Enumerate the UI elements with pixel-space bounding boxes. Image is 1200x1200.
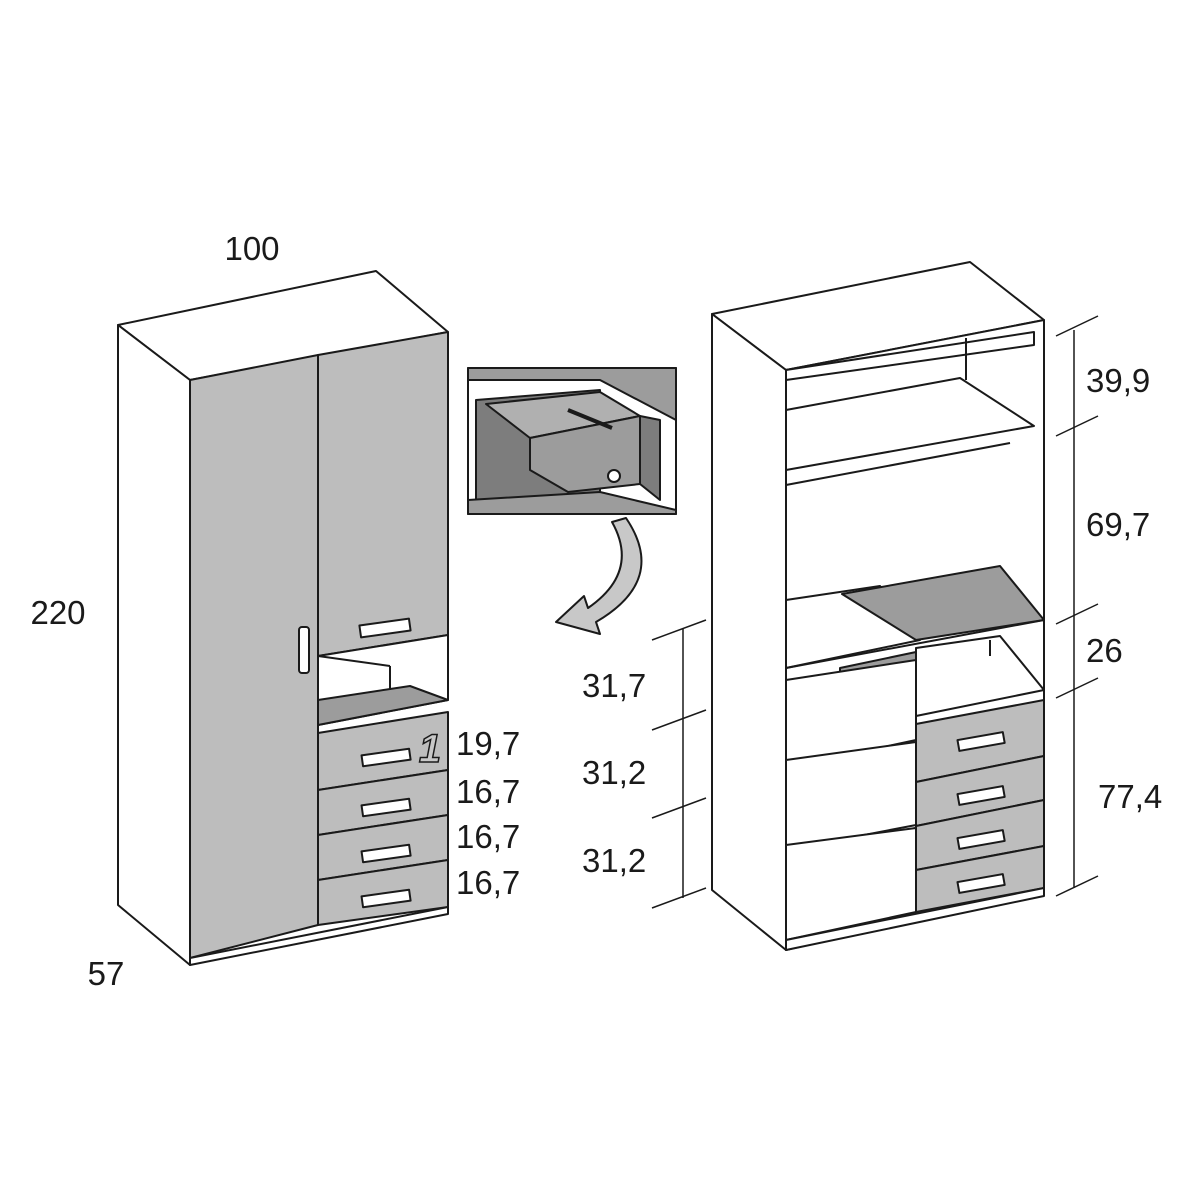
- drawer-handle-icon: [358, 617, 412, 639]
- left-dimension-lines: [651, 619, 707, 909]
- dim-31-7: 31,7: [582, 667, 646, 704]
- dim-31-2-a: 31,2: [582, 754, 646, 791]
- drawer-handle-icon: [956, 873, 1006, 894]
- detail-marker: 1: [419, 727, 441, 771]
- drawer-height-1: 19,7: [456, 725, 520, 762]
- dim-77-4: 77,4: [1098, 778, 1162, 815]
- door-handle-icon: [298, 626, 310, 674]
- upper-right-door: [317, 331, 449, 657]
- dim-39-9: 39,9: [1086, 362, 1150, 399]
- drawer-handle-icon: [956, 829, 1006, 850]
- slot-icon: [567, 408, 613, 430]
- lock-icon: [607, 469, 621, 483]
- depth-label: 57: [88, 955, 125, 992]
- height-label: 220: [30, 594, 85, 631]
- drawer-height-4: 16,7: [456, 864, 520, 901]
- drawer-height-3: 16,7: [456, 818, 520, 855]
- right-open-unit: [711, 261, 1045, 951]
- right-dimension-lines: [1055, 315, 1099, 897]
- drawer-handle-icon: [360, 797, 412, 818]
- niche-floor: [317, 685, 449, 726]
- upper-shelf: [785, 377, 1035, 471]
- drawer-handle-icon: [360, 747, 412, 768]
- drawer-handle-icon: [956, 731, 1006, 752]
- right-unit-side: [711, 313, 787, 951]
- left-wardrobe: [117, 270, 449, 966]
- drawer-handle-icon: [956, 785, 1006, 806]
- dim-69-7: 69,7: [1086, 506, 1150, 543]
- dim-26: 26: [1086, 632, 1123, 669]
- drawer-handle-icon: [360, 843, 412, 864]
- width-label: 100: [224, 230, 279, 267]
- dim-31-2-b: 31,2: [582, 842, 646, 879]
- drawer-handle-icon: [360, 888, 412, 909]
- plinth: [189, 906, 449, 966]
- drawer-height-2: 16,7: [456, 773, 520, 810]
- curved-arrow-icon: [555, 517, 643, 635]
- left-wardrobe-side: [117, 324, 191, 966]
- detail-inset: [467, 367, 677, 515]
